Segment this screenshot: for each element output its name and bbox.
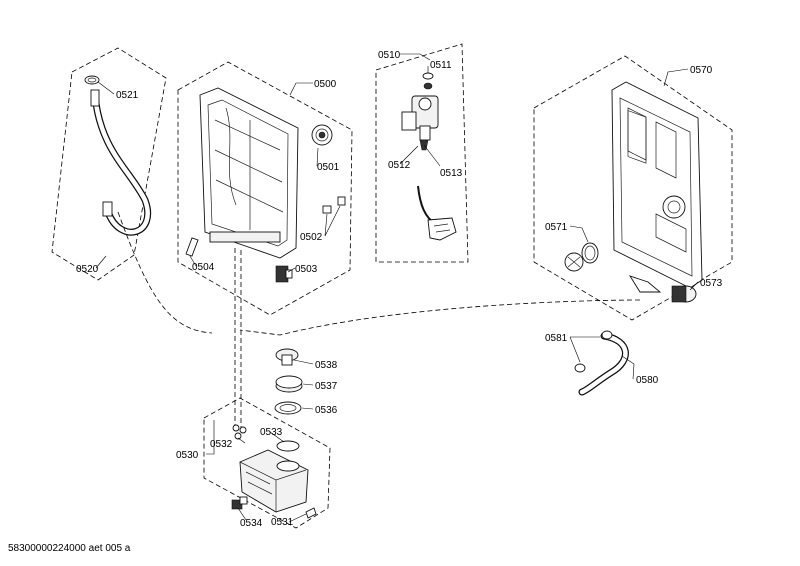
label-0534[interactable]: 0534 bbox=[240, 518, 263, 529]
label-0510[interactable]: 0510 bbox=[378, 50, 401, 61]
part-0538-cap[interactable] bbox=[275, 348, 299, 366]
part-0536-seal[interactable] bbox=[274, 401, 302, 415]
part-0511-seal[interactable] bbox=[422, 72, 434, 80]
part-0573-pump[interactable] bbox=[671, 285, 697, 303]
label-0573[interactable]: 0573 bbox=[700, 278, 723, 289]
label-0580[interactable]: 0580 bbox=[636, 375, 659, 386]
part-0502-valve[interactable] bbox=[322, 196, 346, 214]
label-0533[interactable]: 0533 bbox=[260, 427, 283, 438]
group-0520 bbox=[51, 47, 167, 281]
group-0500 bbox=[177, 61, 353, 432]
label-0513[interactable]: 0513 bbox=[440, 168, 463, 179]
part-0500-frame[interactable] bbox=[199, 87, 299, 259]
part-0581-clamp[interactable] bbox=[574, 330, 613, 373]
label-0521[interactable]: 0521 bbox=[116, 90, 139, 101]
part-0580-hose[interactable] bbox=[578, 332, 629, 396]
part-0533-seal[interactable] bbox=[276, 440, 300, 452]
group-0530 bbox=[203, 397, 331, 529]
label-0502[interactable]: 0502 bbox=[300, 232, 323, 243]
group-0570 bbox=[239, 55, 733, 336]
label-0570[interactable]: 0570 bbox=[690, 65, 713, 76]
part-0513-hose[interactable] bbox=[417, 185, 437, 225]
label-0501[interactable]: 0501 bbox=[317, 162, 340, 173]
part-0534-valve[interactable] bbox=[231, 496, 248, 510]
part-0571-valve[interactable] bbox=[564, 242, 599, 272]
label-0503[interactable]: 0503 bbox=[295, 264, 318, 275]
part-labels: 0500 0501 0502 0503 0504 0510 0511 0512 … bbox=[76, 50, 723, 529]
label-0520[interactable]: 0520 bbox=[76, 264, 99, 275]
part-0503-sensor[interactable] bbox=[275, 265, 293, 283]
label-0530[interactable]: 0530 bbox=[176, 450, 199, 461]
part-0510-valve-body[interactable] bbox=[401, 95, 439, 141]
part-0570-tray[interactable] bbox=[611, 81, 703, 289]
part-0530-reservoir[interactable] bbox=[239, 449, 309, 513]
part-0531-clip[interactable] bbox=[305, 507, 317, 519]
label-0500[interactable]: 0500 bbox=[314, 79, 337, 90]
part-0521-clamp[interactable] bbox=[84, 75, 100, 85]
label-0504[interactable]: 0504 bbox=[192, 262, 215, 273]
label-0532[interactable]: 0532 bbox=[210, 439, 233, 450]
part-0537-cap[interactable] bbox=[275, 375, 303, 393]
label-0571[interactable]: 0571 bbox=[545, 222, 568, 233]
label-0538[interactable]: 0538 bbox=[315, 360, 338, 371]
label-0537[interactable]: 0537 bbox=[315, 381, 338, 392]
diagram-footer-code: 58300000224000 aet 005 a bbox=[8, 543, 131, 554]
label-0581[interactable]: 0581 bbox=[545, 333, 568, 344]
part-0532-screws[interactable] bbox=[232, 424, 247, 440]
label-0511[interactable]: 0511 bbox=[430, 60, 452, 71]
part-0504-clip[interactable] bbox=[185, 237, 199, 257]
label-0531[interactable]: 0531 bbox=[271, 517, 294, 528]
label-0536[interactable]: 0536 bbox=[315, 405, 338, 416]
label-0512[interactable]: 0512 bbox=[388, 160, 411, 171]
group-0510 bbox=[375, 43, 469, 263]
leader-lines bbox=[95, 53, 699, 523]
